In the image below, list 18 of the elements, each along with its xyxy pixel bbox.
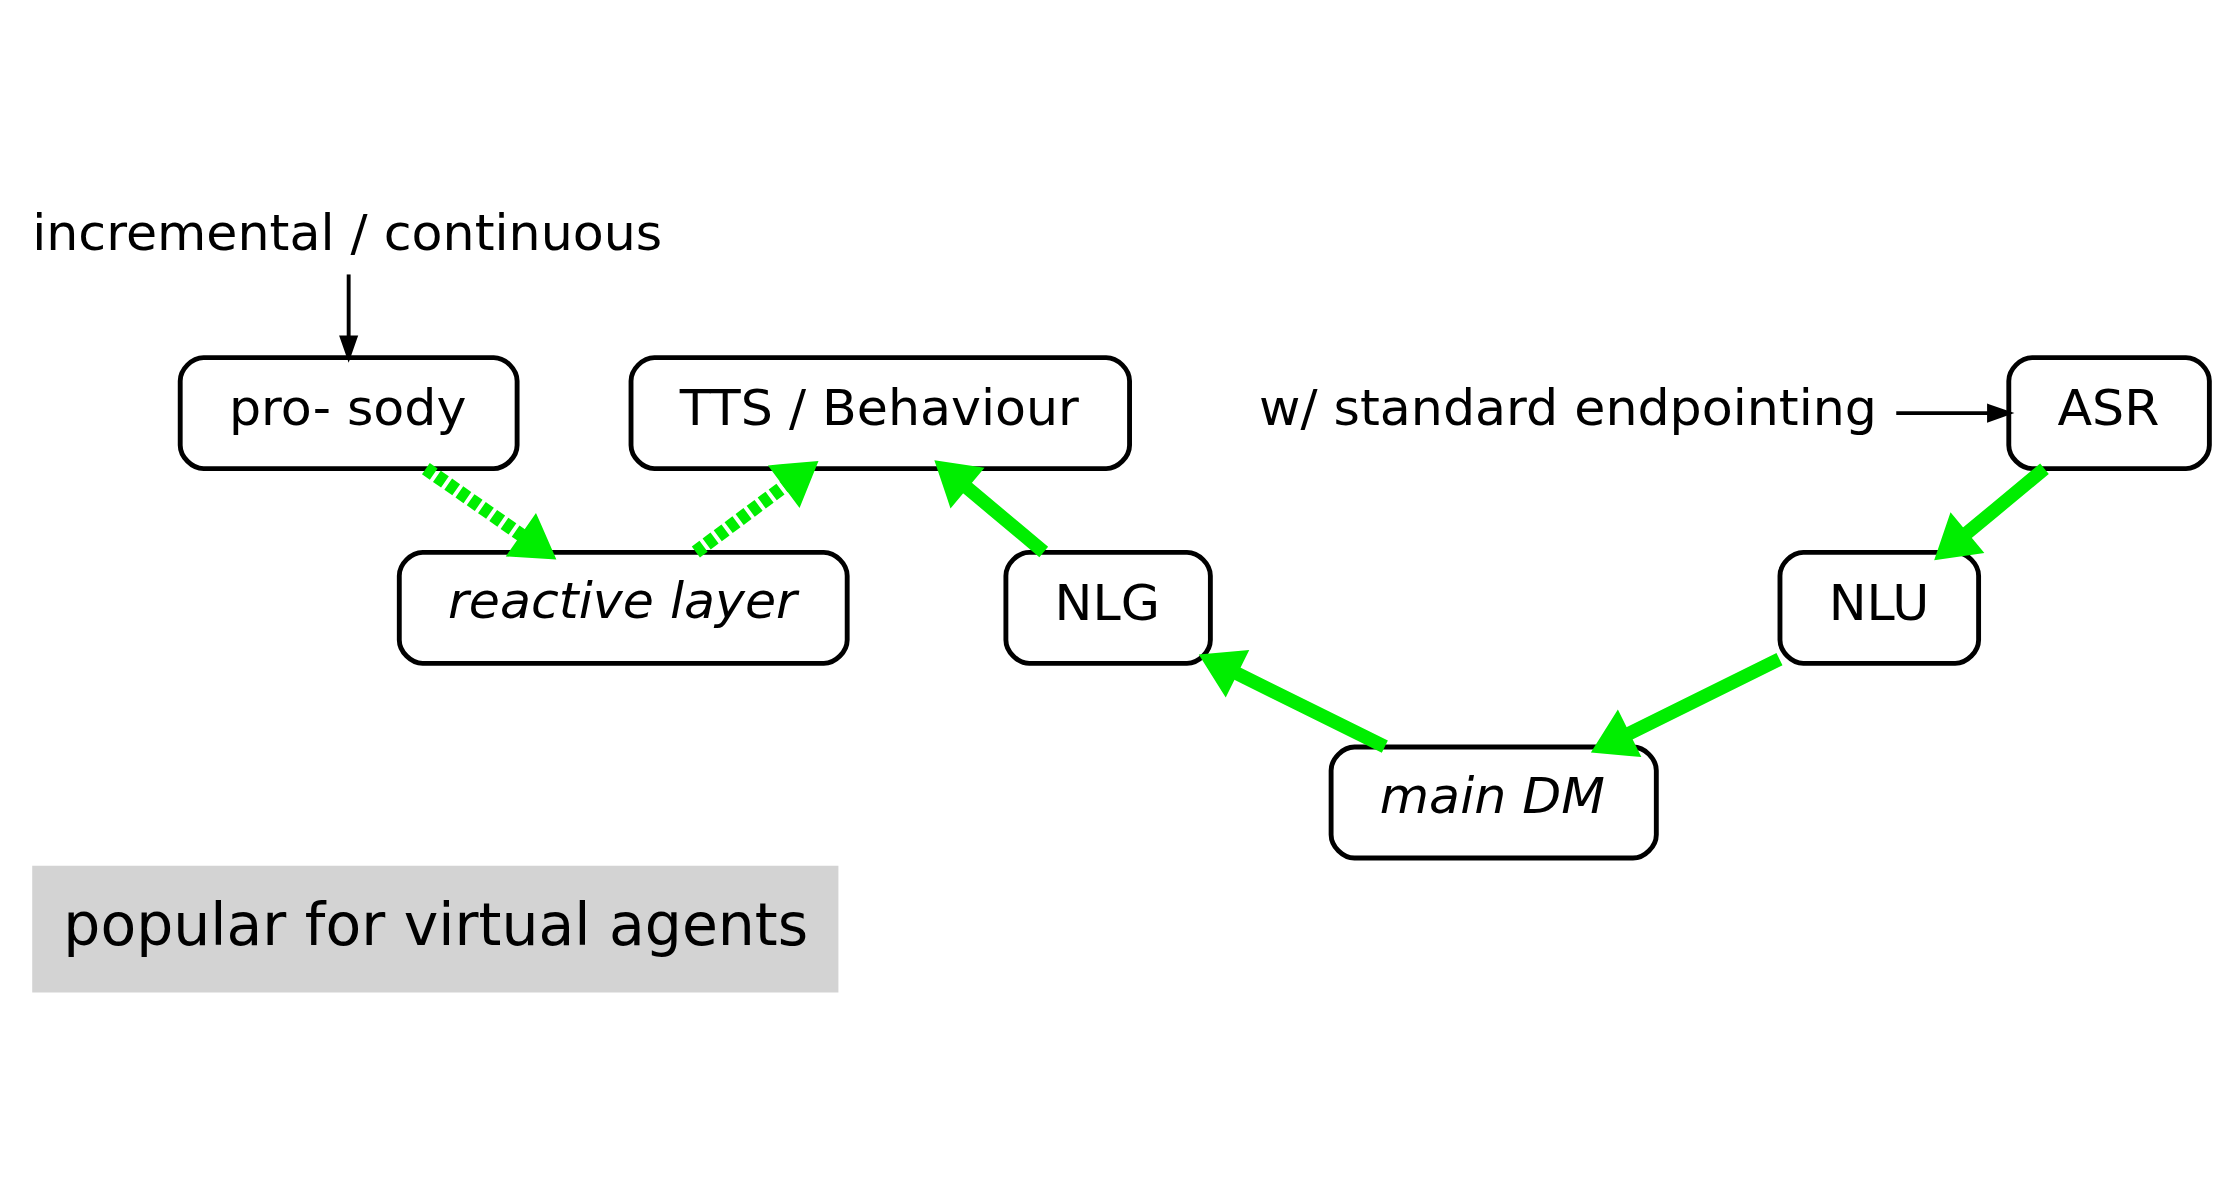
arrow	[339, 274, 359, 363]
node-box: pro- sody	[177, 355, 520, 471]
node-box: NLU	[1777, 549, 1982, 666]
node-box: reactive layer	[396, 549, 850, 666]
node-box: ASR	[2006, 355, 2212, 471]
arrow	[1198, 650, 1388, 753]
node-box: NLG	[1003, 549, 1213, 666]
node-box: TTS / Behaviour	[628, 355, 1132, 471]
arrow	[1934, 463, 2049, 561]
arrow	[422, 463, 557, 560]
node-text: w/ standard endpointing	[1259, 378, 1878, 438]
node-text: incremental / continuous	[32, 203, 663, 263]
arrow	[1896, 403, 2015, 423]
arrow	[691, 460, 819, 558]
node-box: main DM	[1328, 744, 1659, 861]
arrow	[1590, 653, 1783, 758]
caption: popular for virtual agents	[63, 890, 809, 959]
arrow	[934, 460, 1049, 558]
